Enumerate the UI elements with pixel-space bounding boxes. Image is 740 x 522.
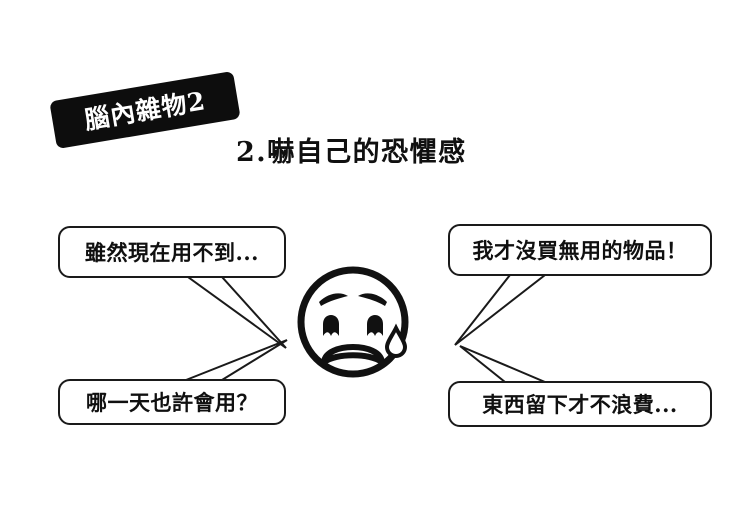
speech-bubble-text: 雖然現在用不到... (85, 239, 259, 265)
tail-bottom-left (185, 339, 288, 381)
speech-bubble-bottom-left: 哪一天也許會用？ (58, 379, 286, 425)
frown-mouth-icon (321, 344, 385, 365)
right-eye-icon (367, 315, 383, 336)
left-eyebrow-icon (319, 293, 348, 306)
tail-top-left (184, 276, 287, 349)
face-outline (297, 266, 409, 378)
speech-bubble-bottom-right: 東西留下才不浪費... (448, 381, 712, 427)
left-eye-icon (323, 315, 339, 336)
right-eyebrow-icon (358, 293, 387, 306)
speech-bubble-text: 東西留下才不浪費... (482, 391, 678, 417)
worried-face-icon (297, 266, 409, 378)
speech-bubble-text: 哪一天也許會用？ (86, 389, 258, 415)
section-tag-label: 腦內雜物2 (82, 85, 208, 135)
speech-bubble-top-left: 雖然現在用不到... (58, 226, 286, 278)
page-title: 2.嚇自己的恐懼感 (236, 137, 467, 168)
tail-top-right (454, 274, 548, 346)
teardrop-icon (384, 323, 408, 359)
tail-bottom-right (459, 345, 546, 383)
section-tag: 腦內雜物2 (49, 70, 241, 150)
speech-bubble-text: 我才沒買無用的物品！ (472, 237, 688, 263)
speech-bubble-top-right: 我才沒買無用的物品！ (448, 224, 712, 276)
